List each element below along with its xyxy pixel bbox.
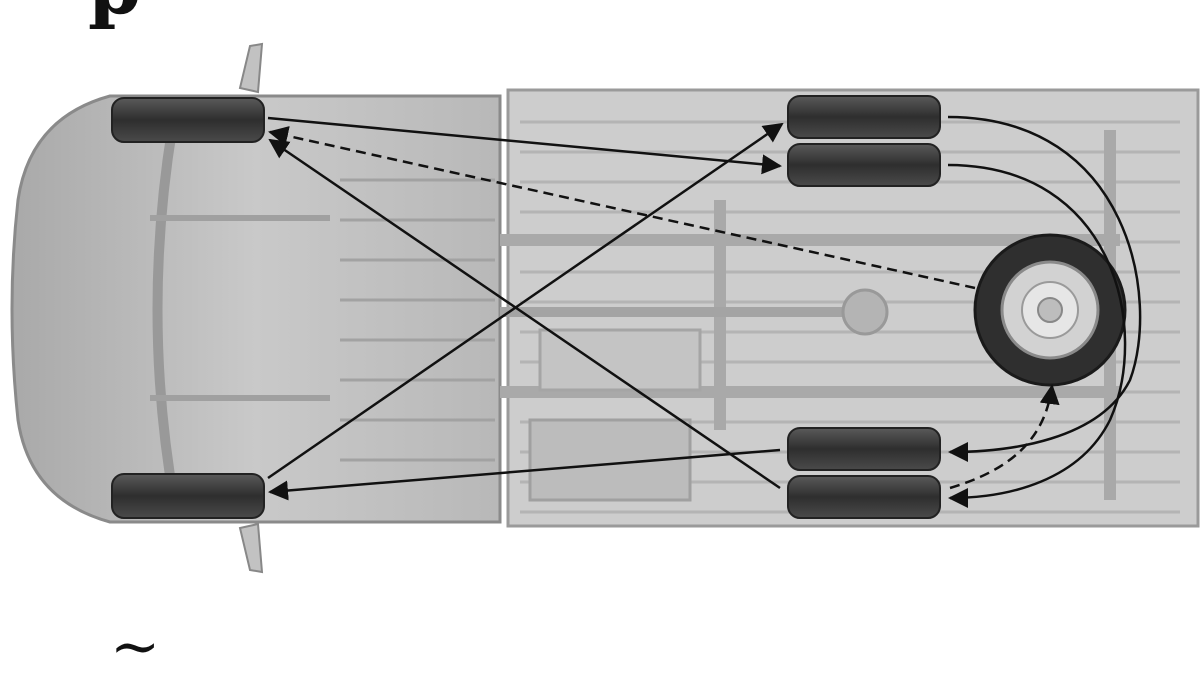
tire-icon bbox=[787, 143, 941, 187]
right-mirror bbox=[238, 522, 264, 574]
page-fragment-mark: ~ bbox=[110, 612, 161, 682]
tires bbox=[111, 95, 1127, 519]
cab bbox=[10, 94, 502, 524]
tire-icon bbox=[787, 95, 941, 139]
page-fragment-letter: p bbox=[88, 0, 141, 31]
tire-icon bbox=[111, 97, 265, 143]
windshield bbox=[152, 111, 180, 507]
battery-box bbox=[538, 328, 702, 392]
spare-tire-icon bbox=[973, 233, 1127, 387]
tire-icon bbox=[111, 473, 265, 519]
arrow-rear-left-inner-to-rear-right-outer bbox=[947, 163, 1127, 508]
arrow-spare-to-front-left bbox=[268, 126, 976, 290]
arrow-rear-left-outer-to-rear-right-inner bbox=[947, 115, 1142, 462]
differential bbox=[841, 288, 889, 336]
front-axle bbox=[150, 215, 330, 401]
tire-icon bbox=[787, 427, 941, 471]
tire-icon bbox=[787, 475, 941, 519]
arrow-rear-right-inner-to-front-right bbox=[268, 448, 781, 501]
arrow-rear-right-outer-to-front-left bbox=[268, 138, 781, 490]
rotation-arrows bbox=[267, 115, 1142, 508]
arrow-rear-right-outer-to-spare bbox=[949, 384, 1060, 490]
arrow-front-right-to-rear-left-outer bbox=[267, 122, 784, 480]
left-mirror bbox=[238, 42, 264, 94]
arrow-front-left-to-rear-left-inner bbox=[267, 116, 782, 175]
